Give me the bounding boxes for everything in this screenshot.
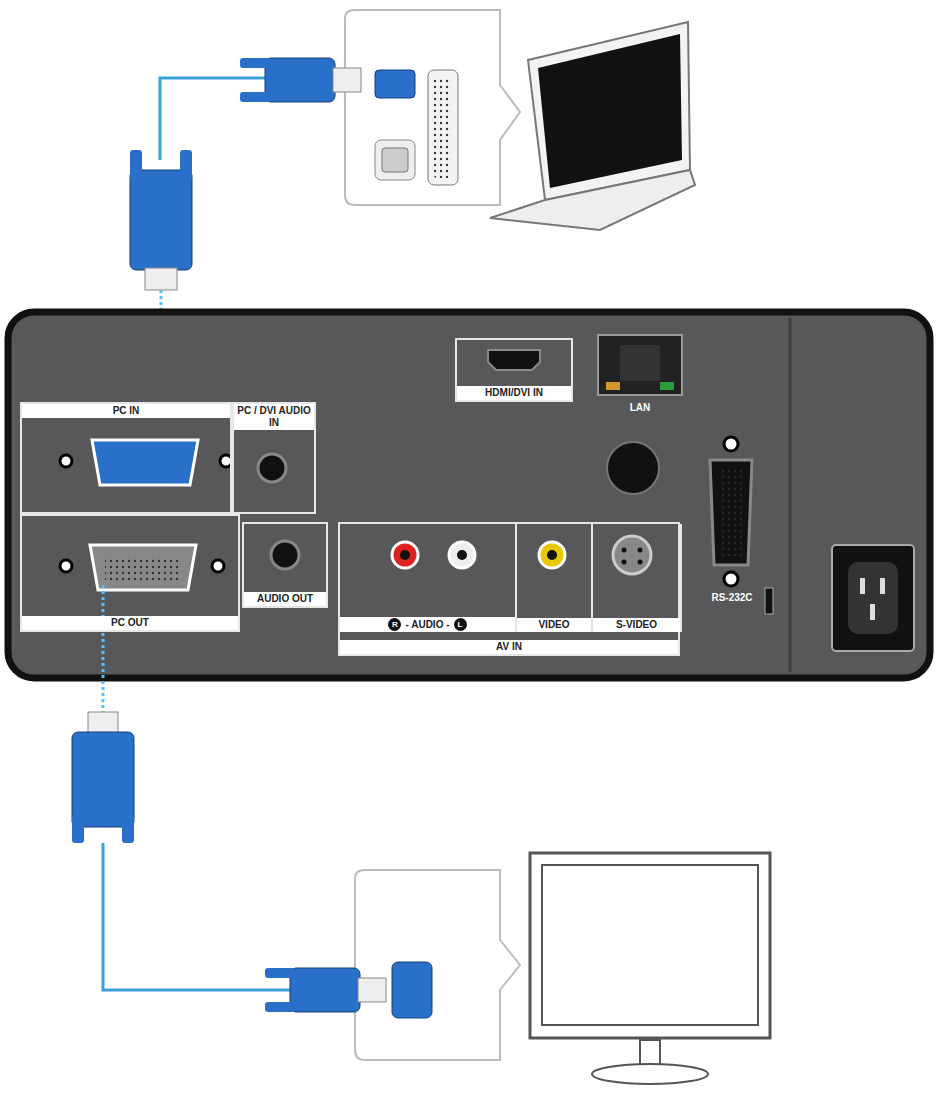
port-cell: R - AUDIO - L	[340, 524, 517, 632]
label-strip: VIDEO	[517, 618, 591, 632]
label-strip: AUDIO OUT	[244, 592, 326, 606]
label-strip: PC IN	[22, 404, 230, 418]
port-label: - AUDIO -	[405, 619, 449, 631]
label-strip: PC OUT	[22, 616, 238, 630]
port-label: R	[388, 618, 401, 631]
label-strip: PC / DVI AUDIO IN	[234, 404, 314, 430]
port-label: PC IN	[113, 405, 140, 416]
label-strip: S-VIDEO	[593, 618, 680, 632]
port-label: VIDEO	[538, 619, 569, 630]
port-cell: VIDEO	[517, 524, 593, 632]
port-label: LAN	[598, 402, 682, 413]
port-section: PC OUT	[20, 514, 240, 632]
label-strip: HDMI/DVI IN	[457, 386, 571, 400]
port-label: AV IN	[496, 641, 522, 652]
label-strip: R - AUDIO - L	[340, 617, 515, 632]
port-label: PC / DVI AUDIO IN	[237, 405, 311, 428]
port-label: L	[454, 618, 467, 631]
port-cell: S-VIDEO	[593, 524, 682, 632]
port-section: PC IN	[20, 402, 232, 514]
port-section: HDMI/DVI IN	[455, 338, 573, 402]
port-label: S-VIDEO	[616, 619, 657, 630]
label-strip: AV IN	[340, 640, 678, 654]
port-section: PC / DVI AUDIO IN	[232, 402, 316, 514]
port-label: PC OUT	[111, 617, 149, 628]
port-label: RS-232C	[694, 592, 770, 603]
port-label: HDMI/DVI IN	[485, 387, 543, 398]
port-label: AUDIO OUT	[257, 593, 313, 604]
port-group: AV IN R - AUDIO - L VIDEO S-VIDEO	[338, 522, 680, 656]
port-section: AUDIO OUT	[242, 522, 328, 608]
